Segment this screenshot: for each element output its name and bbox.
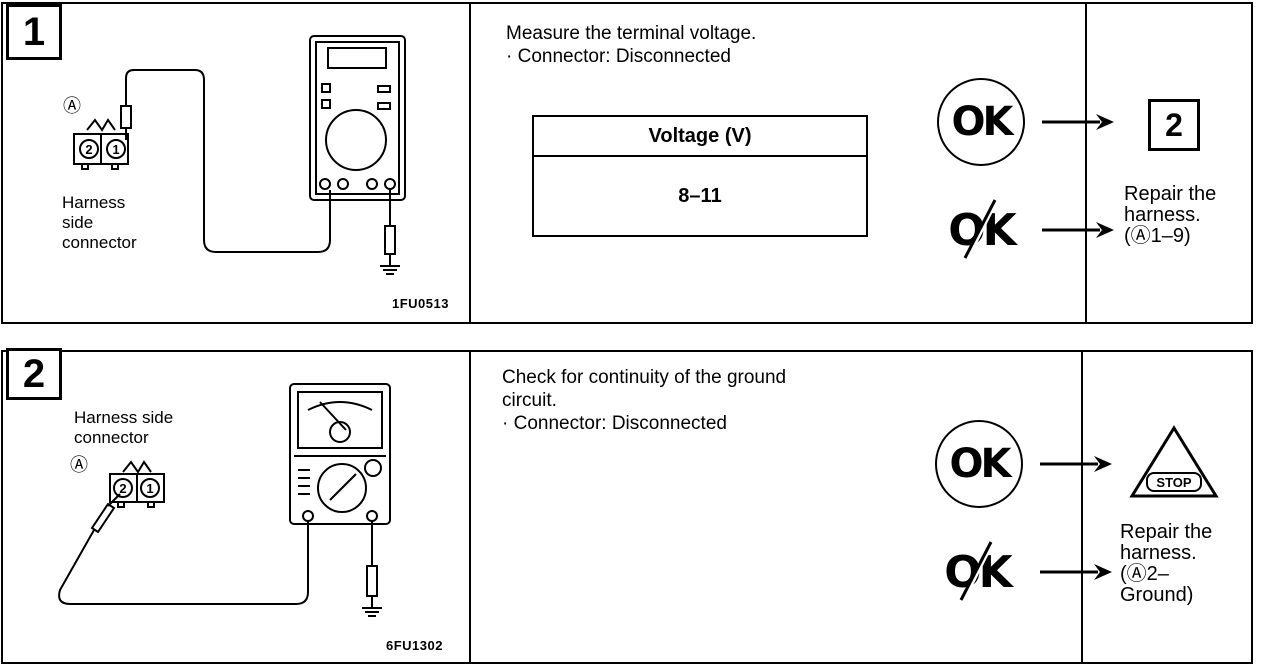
step-1-ok-icon: OK — [937, 78, 1025, 166]
step-2-stop-icon: STOP — [1128, 424, 1220, 500]
step-2-ng-icon: OK — [933, 541, 1021, 602]
step-2-instruction: Check for continuity of the ground circu… — [502, 367, 787, 434]
step-2-divider-left — [469, 352, 471, 662]
step-1-connector-mark: Ⓐ — [63, 96, 81, 116]
step-2-pin-2: 2 — [119, 481, 126, 496]
step-1-voltage-table: Voltage (V) 8–11 — [532, 115, 868, 237]
step-2-panel — [1, 350, 1253, 664]
step-1-figure-code: 1FU0513 — [392, 296, 449, 311]
step-2-number: 2 — [6, 348, 62, 400]
step-2-ng-arrow-icon — [1040, 564, 1112, 580]
step-1-pin-2: 2 — [85, 142, 92, 157]
step-2-connector-mark: Ⓐ — [70, 455, 88, 475]
voltage-table-value: 8–11 — [678, 184, 722, 207]
step-1-ok-arrow-icon — [1042, 114, 1114, 130]
step-2-ok-arrow-icon — [1040, 456, 1112, 472]
step-1-ng-icon: OK — [937, 199, 1025, 260]
step-2-pin-1: 1 — [146, 481, 153, 496]
step-2-figure-code: 6FU1302 — [386, 638, 443, 653]
step-1-ng-result: Repair the harness. (Ⓐ1–9) — [1124, 183, 1217, 247]
step-1-figure: 2 1 — [73, 35, 406, 275]
step-2-ng-result: Repair the harness. (Ⓐ2– Ground) — [1120, 521, 1213, 606]
step-2-divider-right — [1081, 352, 1083, 662]
step-1-ng-arrow-icon — [1042, 222, 1114, 238]
step-2-stop-label: STOP — [1146, 472, 1202, 492]
step-2-figure: 2 1 — [58, 383, 391, 617]
step-1-figure-label: Harness side connector — [62, 193, 137, 252]
step-1-panel — [1, 2, 1253, 324]
step-2-figure-label: Harness side connector — [74, 408, 174, 447]
voltage-table-header: Voltage (V) — [534, 117, 866, 157]
step-1-pin-1: 1 — [112, 142, 119, 157]
step-1-divider-right — [1085, 4, 1087, 322]
step-1-number: 1 — [6, 4, 62, 60]
step-1-instruction: Measure the terminal voltage. · Connecto… — [506, 23, 757, 67]
step-1-divider-left — [469, 4, 471, 322]
step-2-ok-icon: OK — [935, 420, 1023, 508]
step-1-goto-step-2: 2 — [1148, 99, 1200, 151]
